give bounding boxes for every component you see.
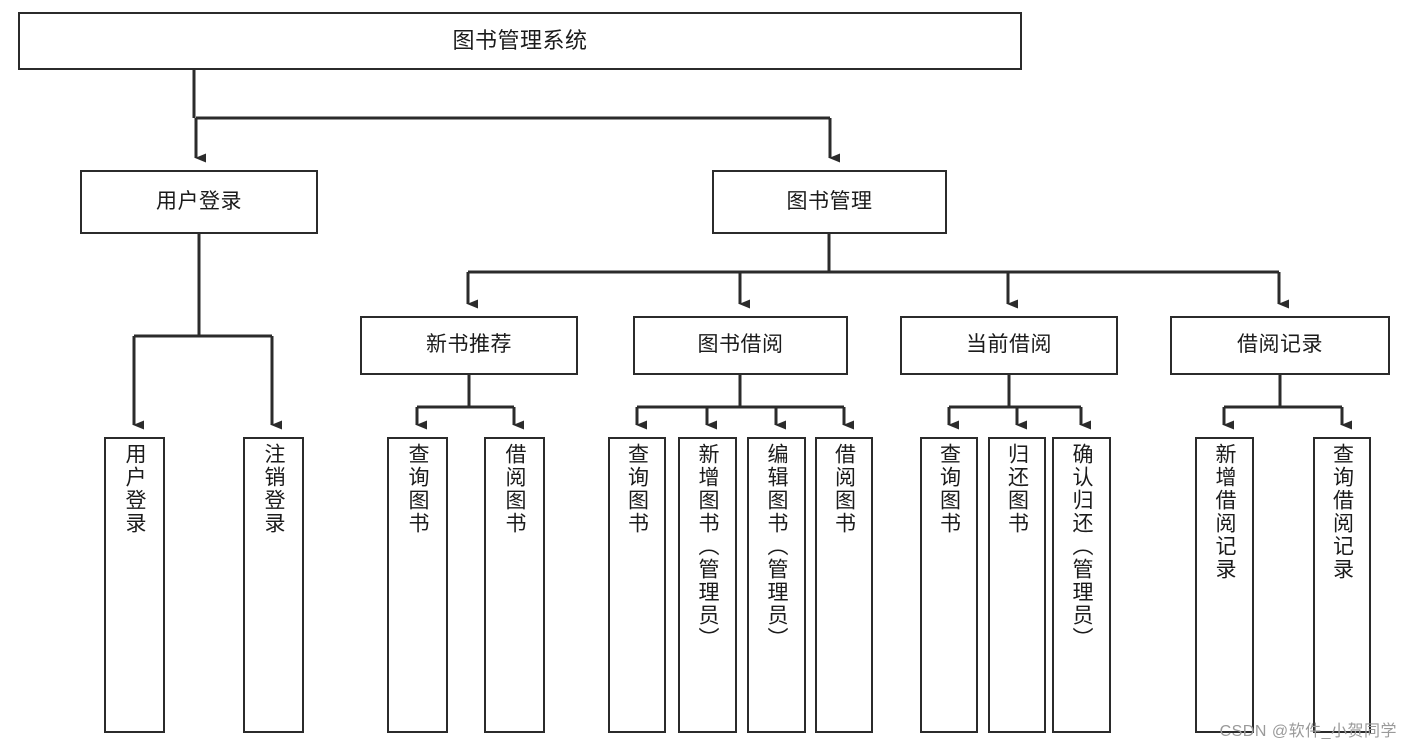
- node-current-borrow[interactable]: 当前借阅: [900, 316, 1118, 375]
- leaf-borrow-book-2-label: 借阅图书: [832, 443, 856, 535]
- leaf-borrow-book-2[interactable]: 借阅图书: [815, 437, 873, 733]
- node-new-book-recommend[interactable]: 新书推荐: [360, 316, 578, 375]
- leaf-return-book[interactable]: 归还图书: [988, 437, 1046, 733]
- leaf-edit-book[interactable]: 编辑图书（管理员）: [747, 437, 806, 733]
- leaf-add-book-label: 新增图书（管理员）: [696, 443, 719, 650]
- leaf-query-book-2-label: 查询图书: [625, 443, 649, 535]
- leaf-user-login-label: 用户登录: [123, 443, 146, 535]
- node-book-borrow[interactable]: 图书借阅: [633, 316, 848, 375]
- leaf-user-login[interactable]: 用户登录: [104, 437, 165, 733]
- node-borrow-records-label: 借阅记录: [1237, 333, 1323, 357]
- node-current-borrow-label: 当前借阅: [966, 333, 1052, 357]
- node-root[interactable]: 图书管理系统: [18, 12, 1022, 70]
- leaf-query-record[interactable]: 查询借阅记录: [1313, 437, 1371, 733]
- leaf-query-record-label: 查询借阅记录: [1330, 443, 1354, 581]
- leaf-query-book-1[interactable]: 查询图书: [387, 437, 448, 733]
- node-borrow-records[interactable]: 借阅记录: [1170, 316, 1390, 375]
- leaf-add-book[interactable]: 新增图书（管理员）: [678, 437, 737, 733]
- leaf-borrow-book-1[interactable]: 借阅图书: [484, 437, 545, 733]
- leaf-return-book-label: 归还图书: [1005, 443, 1029, 535]
- leaf-logout-label: 注销登录: [262, 443, 285, 535]
- leaf-borrow-book-1-label: 借阅图书: [503, 443, 526, 535]
- leaf-query-book-3-label: 查询图书: [937, 443, 961, 535]
- leaf-query-book-1-label: 查询图书: [406, 443, 429, 535]
- leaf-logout[interactable]: 注销登录: [243, 437, 304, 733]
- leaf-add-record-label: 新增借阅记录: [1213, 443, 1236, 581]
- node-book-management[interactable]: 图书管理: [712, 170, 947, 234]
- node-book-management-label: 图书管理: [786, 189, 873, 213]
- leaf-add-record[interactable]: 新增借阅记录: [1195, 437, 1254, 733]
- node-book-borrow-label: 图书借阅: [697, 333, 784, 357]
- node-user-login[interactable]: 用户登录: [80, 170, 318, 234]
- leaf-edit-book-label: 编辑图书（管理员）: [765, 443, 788, 650]
- node-user-login-label: 用户登录: [156, 189, 242, 213]
- leaf-confirm-return[interactable]: 确认归还（管理员）: [1052, 437, 1111, 733]
- node-root-label: 图书管理系统: [452, 28, 588, 54]
- leaf-query-book-2[interactable]: 查询图书: [608, 437, 666, 733]
- leaf-query-book-3[interactable]: 查询图书: [920, 437, 978, 733]
- node-new-book-recommend-label: 新书推荐: [426, 333, 512, 357]
- leaf-confirm-return-label: 确认归还（管理员）: [1070, 443, 1093, 650]
